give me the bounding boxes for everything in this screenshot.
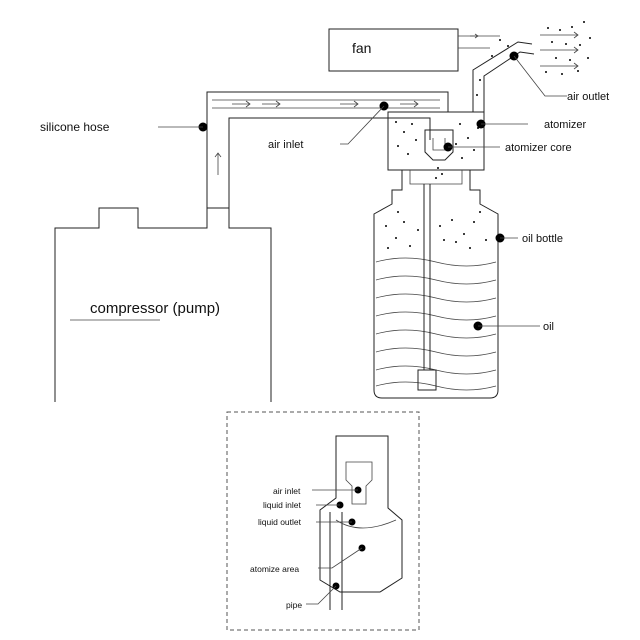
airflow-arrow	[262, 100, 281, 108]
atomizer-label: atomizer	[544, 119, 587, 131]
oil-suction-pipe	[423, 184, 431, 370]
fan-airflow-arrow	[470, 33, 479, 39]
air-inlet-leader	[340, 105, 385, 145]
detail-atomize-area-leader	[318, 547, 363, 569]
spray-arrow	[540, 46, 579, 54]
air-inlet-label: air inlet	[268, 139, 303, 151]
detail-air-channel	[345, 461, 373, 505]
airflow-arrow	[232, 100, 251, 108]
detail-pipe-leader	[306, 585, 337, 605]
air-outlet-leader	[513, 55, 567, 97]
oil-bottle-neck	[409, 170, 463, 185]
silicone-hose	[206, 91, 449, 208]
air-outlet-duct	[472, 41, 535, 112]
outlet-spray-arrows	[540, 31, 579, 70]
atomizer-housing	[387, 111, 485, 171]
oil-pipe-filter	[417, 369, 437, 391]
air-outlet-label: air outlet	[567, 91, 609, 103]
detail-liquid-inlet-label: liquid inlet	[263, 500, 301, 510]
detail-nozzle-body	[319, 435, 403, 593]
detail-inset-frame	[226, 411, 420, 631]
oil-bottle-body	[373, 170, 499, 399]
outlet-mist-particles	[476, 21, 591, 96]
airflow-arrow	[400, 100, 419, 108]
detail-air-inlet-label: air inlet	[273, 486, 301, 496]
hose-inner-wall	[212, 99, 440, 109]
atomizer-mist-particles	[395, 121, 479, 179]
detail-atomize-chamber	[335, 519, 397, 529]
detail-liquid-outlet-label: liquid outlet	[258, 517, 302, 527]
atomizer-core-label: atomizer core	[505, 142, 572, 154]
bottle-mist-particles	[385, 211, 487, 249]
spray-arrow	[540, 31, 579, 39]
atomizer-core-nozzle	[432, 138, 446, 151]
detail-atomize-area-label: atomize area	[250, 564, 299, 574]
detail-pipe	[329, 512, 343, 610]
compressor-body	[54, 207, 272, 402]
fan-box	[328, 28, 459, 72]
oil-label: oil	[543, 321, 554, 333]
atomizer-core-body	[424, 129, 454, 161]
silicone-hose-label: silicone hose	[40, 120, 110, 134]
compressor-label: compressor (pump)	[90, 300, 220, 317]
hose-airflow-arrows	[214, 100, 419, 175]
detail-pipe-label: pipe	[286, 600, 302, 610]
spray-arrow	[540, 62, 579, 70]
airflow-arrow	[340, 100, 359, 108]
fan-label: fan	[352, 40, 371, 56]
airflow-arrow-up	[214, 152, 222, 175]
oil-bottle-label: oil bottle	[522, 233, 563, 245]
